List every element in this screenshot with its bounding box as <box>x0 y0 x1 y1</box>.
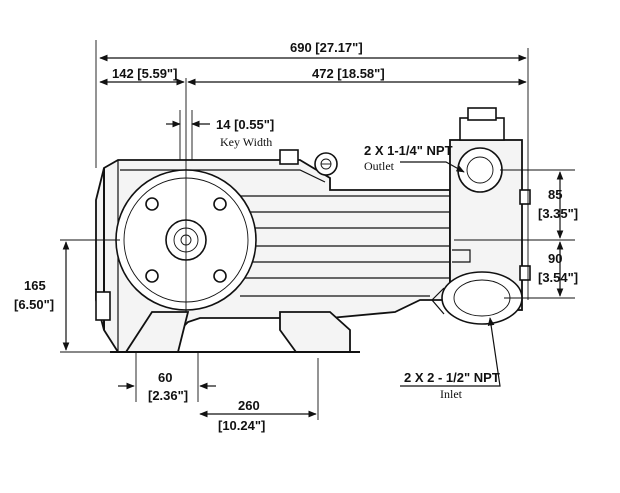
manifold-head <box>431 107 531 325</box>
key-width-value: 14 [0.55"] <box>216 117 274 132</box>
right-span-label: 472 [18.58"] <box>312 66 385 81</box>
inlet-height-mm: 90 <box>548 251 562 266</box>
foot-width-in: [2.36"] <box>148 388 188 403</box>
inlet-size-label: 2 X 2 - 1/2" NPT <box>404 370 500 385</box>
outlet-port <box>457 147 503 193</box>
outlet-label: Outlet <box>364 159 395 173</box>
mounting-feet <box>95 291 360 353</box>
foot-spacing-in: [10.24"] <box>218 418 265 433</box>
outlet-size-label: 2 X 1-1/4" NPT <box>364 143 453 158</box>
left-offset-label: 142 [5.59"] <box>112 66 177 81</box>
bolt <box>213 197 227 211</box>
inlet-label: Inlet <box>440 387 463 401</box>
key-width-label: Key Width <box>220 135 272 149</box>
overall-length-label: 690 [27.17"] <box>290 40 363 55</box>
bolt <box>213 269 227 283</box>
foot-spacing-mm: 260 <box>238 398 260 413</box>
bolt <box>145 197 159 211</box>
breather-cap <box>279 149 299 165</box>
outlet-height-in: [3.35"] <box>538 206 578 221</box>
outlet-height-mm: 85 <box>548 187 562 202</box>
foot-width-mm: 60 <box>158 370 172 385</box>
inlet-height-in: [3.54"] <box>538 270 578 285</box>
shaft-height-in: [6.50"] <box>14 297 54 312</box>
bolt <box>145 269 159 283</box>
shaft-height-mm: 165 <box>24 278 46 293</box>
dimension-lines <box>60 40 575 420</box>
